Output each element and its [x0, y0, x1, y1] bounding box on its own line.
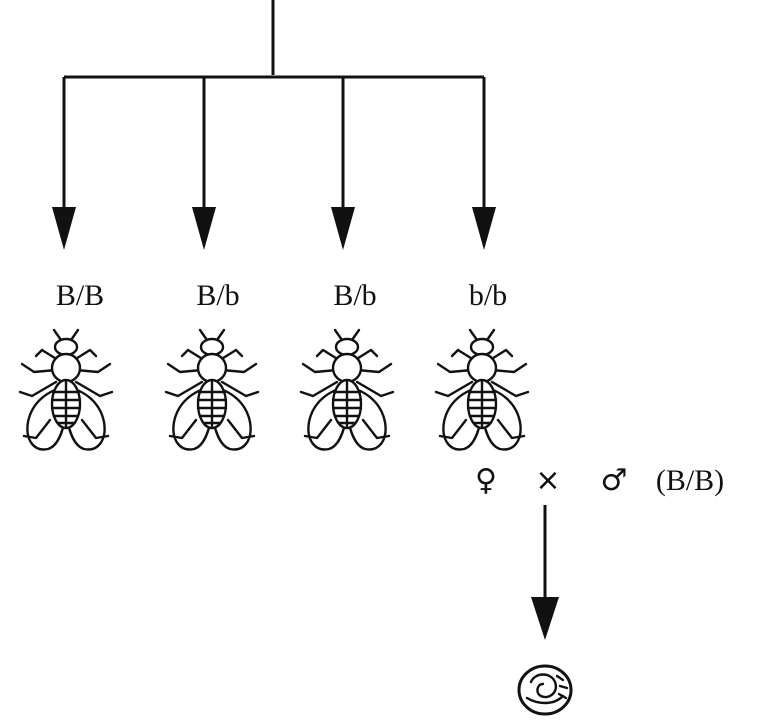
male-genotype-label: (B/B): [656, 464, 724, 497]
male-symbol: ♂: [601, 463, 628, 498]
genotype-label-3: B/b: [333, 279, 376, 312]
embryo-icon: [517, 664, 573, 716]
fruit-fly-icon-1: [18, 328, 114, 451]
fruit-fly-icon-3: [299, 328, 395, 451]
female-symbol: ♀: [475, 463, 497, 498]
fruit-fly-icon-4: [434, 328, 530, 451]
arrowhead-4: [472, 207, 496, 250]
arrowhead-embryo: [531, 597, 559, 640]
genotype-label-4: b/b: [469, 279, 507, 312]
arrowhead-3: [331, 207, 355, 250]
genotype-label-1: B/B: [56, 279, 104, 312]
cross-symbol: ×: [535, 463, 560, 498]
arrowhead-2: [192, 207, 216, 250]
fruit-fly-icon-2: [164, 328, 260, 451]
arrowhead-1: [52, 207, 76, 250]
genotype-label-2: B/b: [196, 279, 239, 312]
